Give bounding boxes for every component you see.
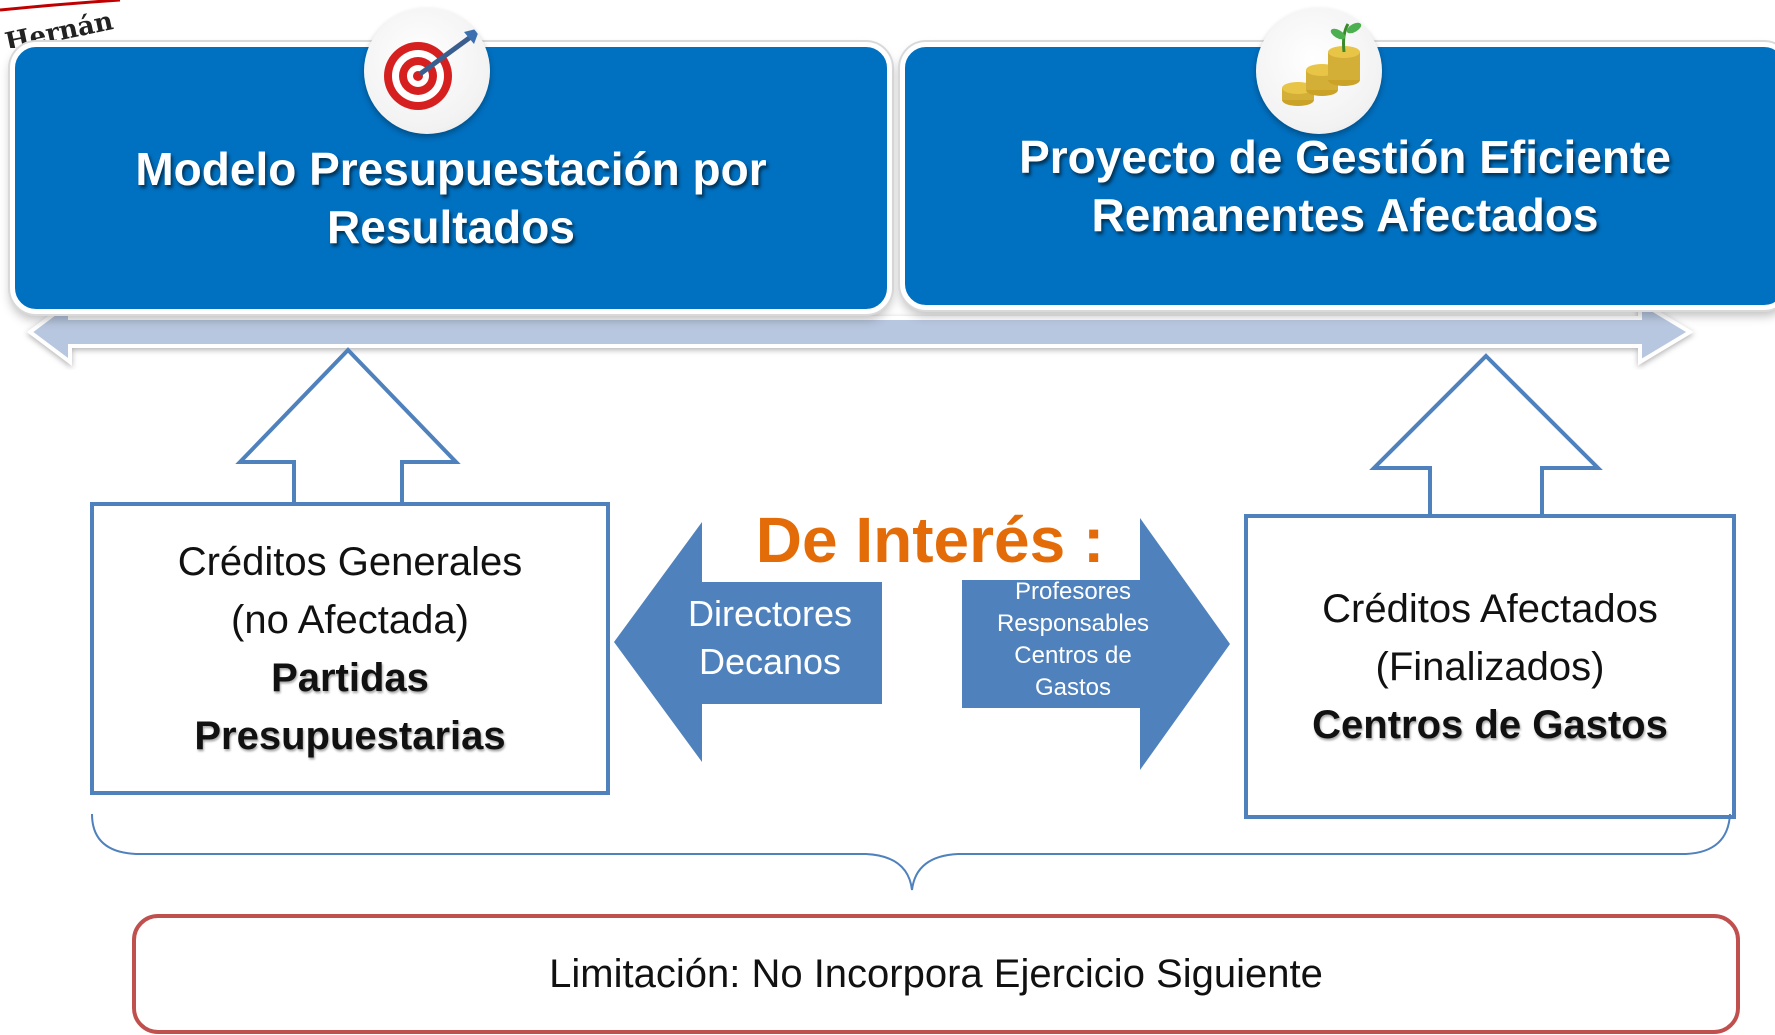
right-arrow-line3: Centros de — [1014, 642, 1132, 669]
left-up-arrow — [235, 347, 461, 506]
right-block-arrow — [962, 518, 1230, 770]
left-arrow-text: Directores Decanos — [680, 590, 860, 686]
left-arrow-line2: Decanos — [698, 641, 842, 682]
general-credits-line1: Créditos Generales — [177, 539, 523, 584]
right-arrow-text: Profesores Responsables Centros de Gasto… — [970, 576, 1176, 704]
bottom-brace — [91, 813, 1731, 891]
budget-model-title-line1: Modelo Presupuestación por — [135, 143, 767, 195]
affected-credits-bold1: Centros de Gastos — [1312, 702, 1668, 747]
right-arrow-line2: Responsables — [996, 610, 1150, 637]
right-arrow-line4: Gastos — [1034, 674, 1112, 701]
target-dart-icon — [364, 8, 490, 134]
affected-credits-box: Créditos Afectados (Finalizados) Centros… — [1244, 514, 1736, 819]
efficient-management-title-line2: Remanentes Afectados — [1091, 189, 1599, 241]
budget-model-title-line2: Resultados — [327, 201, 575, 253]
general-credits-line2: (no Afectada) — [231, 597, 469, 642]
left-block-arrow — [614, 522, 882, 762]
general-credits-bold1: Partidas — [271, 655, 429, 700]
general-credits-bold2: Presupuestarias — [194, 713, 506, 758]
logo: Hernán — [0, 0, 160, 58]
interest-heading: De Interés : — [755, 504, 1105, 576]
limitation-text: Limitación: No Incorpora Ejercicio Sigui… — [549, 951, 1323, 996]
affected-credits-line2: (Finalizados) — [1375, 644, 1605, 689]
efficient-management-title-line1: Proyecto de Gestión Eficiente — [1019, 131, 1671, 183]
affected-credits-line1: Créditos Afectados — [1322, 586, 1658, 631]
limitation-box: Limitación: No Incorpora Ejercicio Sigui… — [132, 914, 1740, 1034]
general-credits-box: Créditos Generales (no Afectada) Partida… — [90, 502, 610, 795]
coin-stack-plant-icon — [1256, 8, 1382, 134]
right-arrow-line1: Profesores — [1014, 578, 1132, 605]
left-arrow-line1: Directores — [687, 593, 853, 634]
right-up-arrow — [1369, 353, 1603, 518]
logo-arc: Hernán — [0, 0, 121, 58]
